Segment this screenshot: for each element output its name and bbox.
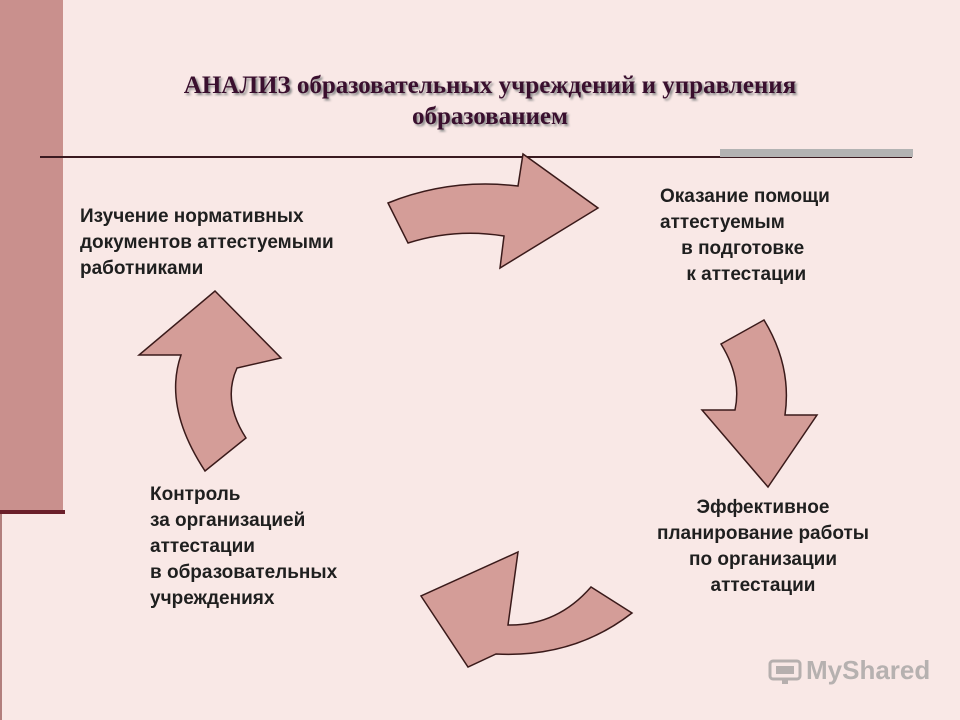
projector-icon — [768, 659, 802, 684]
arrow-left-up — [136, 289, 283, 473]
title-line-1: АНАЛИЗ образовательных учреждений и упра… — [183, 72, 797, 99]
arrow-bottom-left — [419, 550, 634, 668]
left-accent-underline — [0, 510, 65, 514]
arrow-right-down — [700, 318, 819, 489]
node-study: Изучение нормативных документов аттестуе… — [80, 206, 334, 279]
title-divider — [40, 156, 912, 158]
title-line-2: образованием — [411, 103, 569, 130]
watermark-text: MyShared — [806, 655, 931, 685]
divider-gray-bar — [720, 149, 913, 157]
node-help: Оказание помощи аттестуемым в подготовке… — [660, 186, 830, 285]
left-accent-bar — [0, 0, 63, 512]
node-control: Контроль за организацией аттестации в об… — [150, 484, 338, 609]
node-planning: Эффективное планирование работы по орган… — [656, 497, 870, 596]
slide-title: АНАЛИЗ образовательных учреждений и упра… — [100, 70, 880, 132]
arrow-top-right — [386, 152, 600, 270]
